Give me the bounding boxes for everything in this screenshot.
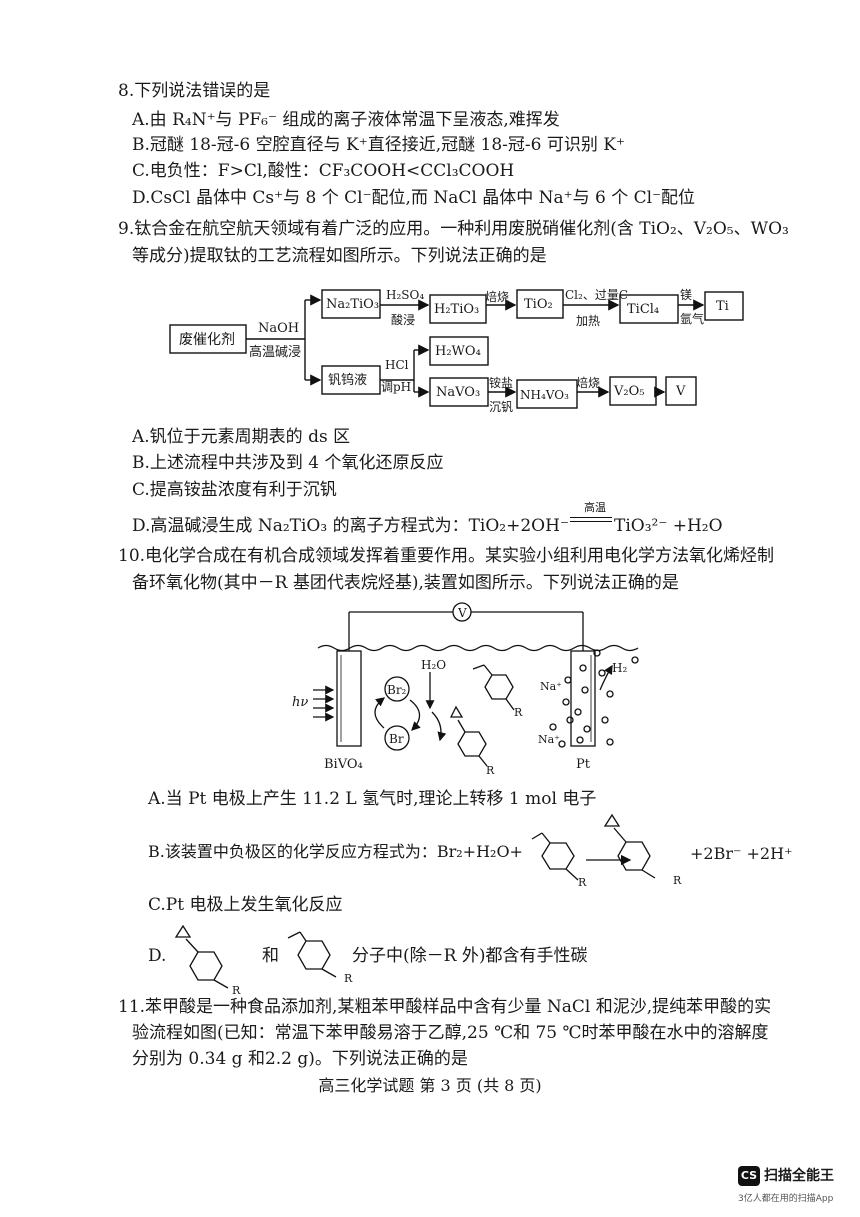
- flow-nh4vo3-label: NH₄VO₃: [520, 388, 569, 402]
- flow-argon-label: 氩气: [680, 312, 705, 326]
- q9-option-d-equals-top: [570, 517, 612, 518]
- scanner-app-name: 扫描全能王: [764, 1168, 834, 1184]
- q10-option-b-r2: R: [673, 874, 682, 887]
- q9-option-d-part2: TiO₃²⁻ +H₂O: [614, 516, 723, 536]
- pt-electrode: [570, 650, 596, 747]
- electrolyte-surface: [317, 644, 639, 652]
- flow-roast1-label: 焙烧: [485, 290, 510, 304]
- voltmeter-label: V: [458, 606, 467, 620]
- pt-label: Pt: [576, 757, 590, 772]
- q10-option-d-label: D.: [148, 946, 167, 966]
- b-styrene-ring: [541, 842, 575, 870]
- flow-navo3-label: NaVO₃: [436, 385, 481, 400]
- epoxide-benzene-top: [457, 731, 487, 757]
- flow-h2so4-label: H₂SO₄: [386, 288, 425, 302]
- h2-label: H₂: [612, 661, 628, 675]
- flow-ticl4-label: TiCl₄: [627, 302, 660, 317]
- q10-stem-line1: 10.电化学合成在有机合成领域发挥着重要作用。某实验小组利用电化学方法氧化烯烃制: [118, 546, 775, 566]
- q10-option-d-r1: R: [232, 984, 241, 997]
- r-group-label-2: R: [486, 764, 495, 777]
- q10-option-b-part2: +2Br⁻ +2H⁺: [690, 844, 793, 863]
- q8-option-b: B.冠醚 18-冠-6 空腔直径与 K⁺直径接近,冠醚 18-冠-6 可识别 K…: [132, 135, 625, 155]
- br-label: Br: [389, 732, 404, 746]
- q11-stem-line1: 11.苯甲酸是一种食品添加剂,某粗苯甲酸样品中含有少量 NaCl 和泥沙,提纯苯…: [118, 997, 772, 1017]
- q9-option-b: B.上述流程中共涉及到 4 个氧化还原反应: [132, 453, 444, 473]
- light-hv-label: hν: [292, 695, 309, 710]
- q10-option-d-r2: R: [344, 972, 353, 985]
- flow-acid-leach-label: 酸浸: [391, 313, 416, 327]
- flow-ti-label: Ti: [716, 299, 729, 314]
- q9-option-c: C.提高铵盐浓度有利于沉钒: [132, 480, 337, 500]
- flow-h2tio3-label: H₂TiO₃: [434, 302, 480, 317]
- b-epoxide-ring: [603, 813, 621, 827]
- d-styrene-ring: [297, 940, 331, 970]
- flow-vw-solution-label: 钒钨液: [328, 373, 368, 388]
- b-epoxide-benzene: [617, 841, 651, 871]
- q10-option-b-part1: B.该装置中负极区的化学反应方程式为：Br₂+H₂O+: [148, 842, 523, 861]
- flow-waste-catalyst-label: 废催化剂: [179, 332, 235, 348]
- flow-mg-label: 镁: [680, 288, 693, 302]
- flow-ammonium-salt-label: 铵盐: [489, 376, 514, 390]
- r-group-label-1: R: [514, 706, 523, 719]
- flow-v-label: V: [676, 384, 686, 399]
- scanner-watermark: CS 扫描全能王 3亿人都在用的扫描App: [738, 1166, 848, 1210]
- flow-precip-label: 沉钒: [489, 400, 514, 414]
- q9-option-d-part1: D.高温碱浸生成 Na₂TiO₃ 的离子方程式为：TiO₂+2OH⁻: [132, 516, 569, 536]
- na-plus-label-2: Na⁺: [538, 733, 560, 746]
- na-plus-label-1: Na⁺: [540, 680, 562, 693]
- q8-option-d: D.CsCl 晶体中 Cs⁺与 8 个 Cl⁻配位,而 NaCl 晶体中 Na⁺…: [132, 188, 696, 208]
- q10-option-d-and: 和: [262, 946, 279, 966]
- flow-alkali-leach-label: 高温碱浸: [249, 345, 302, 360]
- scanner-tagline: 3亿人都在用的扫描App: [738, 1194, 834, 1204]
- cs-logo-icon: CS: [738, 1166, 760, 1186]
- flow-na2tio3-label: Na₂TiO₃: [326, 297, 380, 312]
- q9-option-d-equals-bottom: [570, 521, 612, 522]
- q10-option-d-text: 分子中(除－R 外)都含有手性碳: [352, 946, 588, 966]
- flow-cl2-c-label: Cl₂、过量C: [565, 288, 629, 302]
- q9-stem-line2: 等成分)提取钛的工艺流程如图所示。下列说法正确的是: [132, 246, 547, 266]
- bivo4-label: BiVO₄: [324, 757, 363, 772]
- q9-option-d-condition: 高温: [584, 501, 606, 514]
- flow-heat-label: 加热: [576, 314, 601, 328]
- q8-stem: 8.下列说法错误的是: [118, 81, 271, 101]
- d-epoxide-benzene: [189, 951, 223, 981]
- q10-option-c: C.Pt 电极上发生氧化反应: [148, 895, 343, 915]
- q11-stem-line3: 分别为 0.34 g 和2.2 g)。下列说法正确的是: [132, 1049, 468, 1069]
- bivo4-electrode: [336, 650, 362, 747]
- q11-stem-line2: 验流程如图(已知：常温下苯甲酸易溶于乙醇,25 ℃和 75 ℃时苯甲酸在水中的溶…: [132, 1023, 769, 1043]
- q10-option-a: A.当 Pt 电极上产生 11.2 L 氢气时,理论上转移 1 mol 电子: [148, 789, 597, 809]
- flow-tio2-label: TiO₂: [524, 297, 553, 312]
- flow-roast2-label: 焙烧: [576, 376, 601, 390]
- flow-ph-label: 调pH: [381, 380, 412, 394]
- styrene-ring-top: [484, 674, 514, 700]
- h2o-label: H₂O: [421, 658, 447, 672]
- flow-naoh-label: NaOH: [258, 321, 300, 336]
- flow-v2o5-label: V₂O₅: [614, 384, 645, 399]
- br2-label: Br₂: [387, 683, 407, 697]
- page-footer: 高三化学试题 第 3 页 (共 8 页): [318, 1076, 542, 1095]
- epoxide-ring-top: [449, 705, 464, 718]
- d-epoxide-ring: [174, 924, 192, 938]
- q9-stem-line1: 9.钛合金在航空航天领域有着广泛的应用。一种利用废脱硝催化剂(含 TiO₂、V₂…: [118, 219, 789, 239]
- q10-option-b-r1: R: [578, 876, 587, 889]
- q8-option-c: C.电负性：F>Cl,酸性：CF₃COOH<CCl₃COOH: [132, 161, 515, 181]
- q10-stem-line2: 备环氧化物(其中－R 基团代表烷烃基),装置如图所示。下列说法正确的是: [132, 573, 679, 593]
- flow-h2wo4-label: H₂WO₄: [435, 344, 481, 359]
- flow-hcl-label: HCl: [385, 358, 409, 372]
- q8-option-a: A.由 R₄N⁺与 PF₆⁻ 组成的离子液体常温下呈液态,难挥发: [132, 110, 560, 130]
- q9-option-a: A.钒位于元素周期表的 ds 区: [132, 427, 351, 447]
